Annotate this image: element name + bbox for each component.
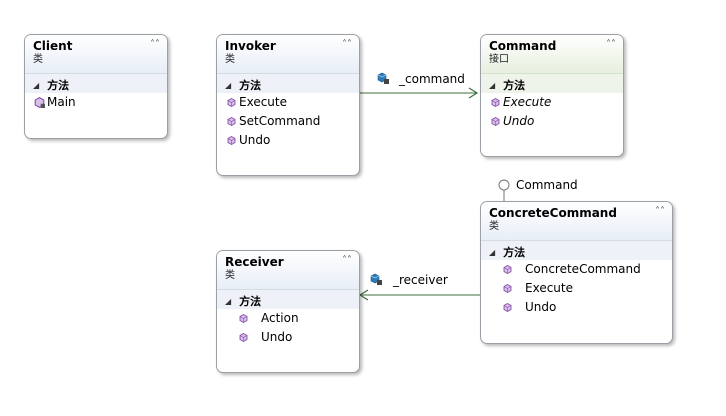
class-receiver[interactable]: Receiver 类 ˄˄ ◢方法 Action Undo (216, 250, 360, 373)
class-name: Client (33, 39, 73, 53)
class-name: Command (489, 39, 557, 53)
collapse-chevron-icon[interactable]: ˄˄ (150, 39, 160, 50)
collapse-chevron-icon[interactable]: ˄˄ (655, 206, 665, 217)
receiver-field-label: _receiver (393, 273, 448, 287)
method-icon (227, 117, 236, 126)
class-kind: 类 (489, 221, 499, 232)
method-item[interactable]: Undo (481, 298, 672, 317)
static-method-icon (34, 97, 45, 108)
receiver-association-arrowhead (358, 289, 369, 301)
method-icon (503, 303, 512, 312)
expand-triangle-icon: ◢ (225, 297, 232, 306)
class-concrete-command[interactable]: ConcreteCommand 类 ˄˄ ◢方法 ConcreteCommand… (480, 201, 673, 344)
field-lock-icon (377, 72, 389, 84)
methods-section-header[interactable]: ◢方法 (217, 73, 359, 93)
class-name: Invoker (225, 39, 276, 53)
interface-lollipop-icon (498, 179, 510, 191)
method-icon (491, 117, 500, 126)
method-item[interactable]: Undo (217, 131, 359, 150)
class-kind: 接口 (489, 54, 509, 65)
method-icon (227, 98, 236, 107)
method-item[interactable]: Undo (217, 328, 359, 347)
expand-triangle-icon: ◢ (225, 81, 232, 90)
class-kind: 类 (225, 54, 235, 65)
method-icon (503, 284, 512, 293)
method-item[interactable]: Execute (481, 93, 623, 112)
expand-triangle-icon: ◢ (489, 248, 496, 257)
expand-triangle-icon: ◢ (489, 81, 496, 90)
method-item[interactable]: Action (217, 309, 359, 328)
class-header: Command 接口 ˄˄ (481, 35, 623, 73)
method-item[interactable]: SetCommand (217, 112, 359, 131)
class-client[interactable]: Client 类 ˄˄ ◢方法 Main (24, 34, 168, 139)
method-item[interactable]: Main (25, 93, 167, 112)
class-invoker[interactable]: Invoker 类 ˄˄ ◢方法 Execute SetCommand Undo (216, 34, 360, 176)
method-item[interactable]: Undo (481, 112, 623, 131)
class-name: ConcreteCommand (489, 206, 617, 220)
method-icon (239, 333, 248, 342)
method-icon (491, 98, 500, 107)
class-kind: 类 (225, 270, 235, 281)
collapse-chevron-icon[interactable]: ˄˄ (606, 39, 616, 50)
command-field-label: _command (399, 72, 465, 86)
field-lock-icon (370, 273, 382, 285)
class-header: ConcreteCommand 类 ˄˄ (481, 202, 672, 240)
method-icon (227, 136, 236, 145)
interface-command[interactable]: Command 接口 ˄˄ ◢方法 Execute Undo (480, 34, 624, 157)
class-name: Receiver (225, 255, 284, 269)
methods-section-header[interactable]: ◢方法 (481, 240, 672, 260)
method-icon (503, 265, 512, 274)
interface-lollipop-label: Command (516, 178, 578, 192)
method-item[interactable]: Execute (217, 93, 359, 112)
class-header: Client 类 ˄˄ (25, 35, 167, 73)
class-header: Invoker 类 ˄˄ (217, 35, 359, 73)
class-header: Receiver 类 ˄˄ (217, 251, 359, 289)
methods-section-header[interactable]: ◢方法 (481, 73, 623, 93)
method-item[interactable]: ConcreteCommand (481, 260, 672, 279)
collapse-chevron-icon[interactable]: ˄˄ (342, 255, 352, 266)
expand-triangle-icon: ◢ (33, 81, 40, 90)
command-association-arrowhead (468, 87, 479, 99)
method-item[interactable]: Execute (481, 279, 672, 298)
method-icon (239, 314, 248, 323)
methods-section-header[interactable]: ◢方法 (217, 289, 359, 309)
methods-section-header[interactable]: ◢方法 (25, 73, 167, 93)
collapse-chevron-icon[interactable]: ˄˄ (342, 39, 352, 50)
class-kind: 类 (33, 54, 43, 65)
